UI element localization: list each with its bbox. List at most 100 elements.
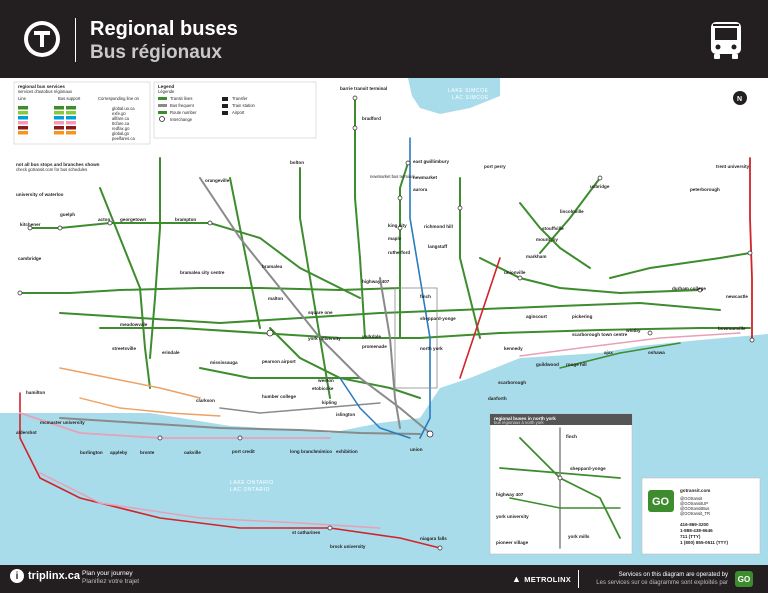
station-long-branch: long branch bbox=[290, 449, 316, 454]
station-bramalea: bramalea bbox=[262, 264, 283, 269]
legend-swatch bbox=[66, 121, 76, 125]
station-durham-college: durham college bbox=[672, 286, 706, 291]
station-streetsville: streetsville bbox=[112, 346, 136, 351]
legend-item-3: Interchange bbox=[170, 117, 193, 122]
symbol-legend-title-fr: Légende bbox=[158, 89, 175, 94]
station-lincolnville: lincolnville bbox=[560, 209, 584, 214]
station-east-gwillimbury: east gwillimbury bbox=[413, 159, 449, 164]
station-brampton: brampton bbox=[175, 217, 196, 222]
station-aurora: aurora bbox=[413, 187, 428, 192]
downtown-box bbox=[394, 287, 438, 389]
plan-journey: Plan your journey Planifiez votre trajet bbox=[82, 570, 139, 586]
station-guelph: guelph bbox=[60, 212, 75, 217]
station-barrie: barrie transit terminal bbox=[340, 86, 387, 91]
map-canvas[interactable]: regional buses in north york bus régiona… bbox=[0, 78, 768, 565]
legend-swatch bbox=[18, 106, 28, 110]
contact-social-3: @GOtransit_TR bbox=[680, 511, 710, 516]
inset-title: regional buses in north york bbox=[494, 416, 556, 421]
station-oakville: oakville bbox=[184, 450, 201, 455]
legend-swatch bbox=[18, 126, 28, 130]
station-acton: acton bbox=[98, 217, 110, 222]
station-bramalea-city: bramalea city centre bbox=[180, 270, 225, 275]
inset-labels: finch sheppard-yonge york mills york uni… bbox=[496, 434, 606, 545]
inset-label-5: pioneer village bbox=[496, 540, 529, 545]
legend-route-5: global.go bbox=[112, 131, 130, 136]
contact-website: gotransit.com bbox=[680, 488, 710, 493]
inset-title-bar bbox=[490, 414, 632, 425]
footer-bar: i triplinx.ca Plan your journey Planifie… bbox=[0, 565, 768, 593]
station-sheppard: sheppard-yonge bbox=[420, 316, 456, 321]
legend-swatch bbox=[66, 131, 76, 135]
symbol-legend: Legend Légende Transit lines Bus frequen… bbox=[153, 81, 317, 139]
station-georgetown: georgetown bbox=[120, 217, 146, 222]
station-maple: maple bbox=[388, 236, 402, 241]
station-promenade: promenade bbox=[362, 344, 387, 349]
regional-bus-map[interactable]: regional buses in north york bus régiona… bbox=[0, 78, 768, 565]
station-niagara-falls: niagara falls bbox=[420, 536, 447, 541]
lake-simcoe-shape bbox=[408, 78, 500, 114]
ttc-logo-icon bbox=[24, 21, 60, 57]
station-ajax: ajax bbox=[604, 350, 613, 355]
legend-swatch bbox=[66, 126, 76, 130]
station-labels: barrie transit terminal bradford east gw… bbox=[16, 86, 750, 549]
metrolinx-icon: ▲ bbox=[512, 574, 522, 584]
legend-swatch bbox=[18, 121, 28, 125]
station-burlington: burlington bbox=[80, 450, 103, 455]
station-mimico: mimico bbox=[316, 449, 332, 454]
lake-simcoe-label-fr: LAC SIMCOE bbox=[452, 95, 489, 101]
station-trent: trent university bbox=[716, 164, 750, 169]
symbol-legend-title: Legend bbox=[158, 84, 175, 89]
legend-swatch bbox=[66, 111, 76, 115]
metrolinx-label: METROLINX bbox=[524, 574, 572, 584]
station-mount-joy: mount joy bbox=[536, 237, 558, 242]
inset-label-2: york mills bbox=[568, 534, 590, 539]
contact-tty: 711 (TTY) bbox=[680, 534, 701, 539]
station-aldershot: aldershot bbox=[16, 430, 37, 435]
station-meadowvale: meadowvale bbox=[120, 322, 148, 327]
lake-ontario-label: LAKE ONTARIO bbox=[230, 480, 274, 486]
station-waterloo: university of waterloo bbox=[16, 192, 64, 197]
legend-route-0: global.uo.ca bbox=[112, 106, 135, 111]
triplinx-link[interactable]: i triplinx.ca bbox=[10, 569, 80, 583]
station-cambridge: cambridge bbox=[18, 256, 42, 261]
station-mississauga: mississauga bbox=[210, 360, 238, 365]
north-arrow-label: N bbox=[737, 96, 742, 103]
station-kitchener: kitchener bbox=[20, 222, 41, 227]
station-danforth: danforth bbox=[488, 396, 507, 401]
operated-en: Services on this diagram are operated by bbox=[618, 572, 728, 578]
station-etobicoke: etobicoke bbox=[312, 386, 334, 391]
legend-col-line: Line bbox=[18, 96, 27, 101]
station-brock: brock university bbox=[330, 544, 366, 549]
legend-route-3: ttcfare.ca bbox=[112, 121, 130, 126]
station-clarkson: clarkson bbox=[196, 398, 215, 403]
legend-swatch bbox=[54, 126, 64, 130]
station-scarborough: scarborough bbox=[498, 380, 526, 385]
station-humber: humber college bbox=[262, 394, 296, 399]
legend-route-6: peelfares.ca bbox=[112, 136, 135, 141]
station-union: union bbox=[410, 447, 423, 452]
lake-ontario-label-fr: LAC ONTARIO bbox=[230, 487, 270, 493]
station-highway-407: highway 407 bbox=[362, 279, 390, 284]
station-kennedy: kennedy bbox=[504, 346, 523, 351]
station-markham: markham bbox=[526, 254, 546, 259]
station-bolton: bolton bbox=[290, 160, 304, 165]
contact-panel: GO gotransit.com @GOtransit @GOtransitUP… bbox=[641, 477, 761, 555]
station-rouge-hill: rouge hill bbox=[566, 362, 587, 367]
legend-swatch bbox=[54, 116, 64, 120]
legend-item-0: Transit lines bbox=[170, 96, 192, 101]
metrolinx-logo: ▲ METROLINX bbox=[512, 574, 571, 584]
legend-swatch bbox=[54, 131, 64, 135]
station-guildwood: guildwood bbox=[536, 362, 559, 367]
legend-swatch bbox=[18, 111, 28, 115]
station-port-perry: port perry bbox=[484, 164, 506, 169]
info-heading-fr: check gotransit.com for bus schedules bbox=[16, 167, 87, 172]
info-icon: i bbox=[10, 569, 24, 583]
header-bar: Regional buses Bus régionaux bbox=[0, 0, 768, 78]
station-stouffville: stouffville bbox=[542, 226, 564, 231]
station-bradford: bradford bbox=[362, 116, 381, 121]
contact-phone-1: 416-869-3200 bbox=[680, 522, 709, 527]
station-pearson: pearson airport bbox=[262, 359, 296, 364]
station-bowmanville: bowmanville bbox=[718, 326, 746, 331]
legend-item-5: Train station bbox=[232, 103, 256, 108]
legend-item-6: Airport bbox=[232, 110, 245, 115]
